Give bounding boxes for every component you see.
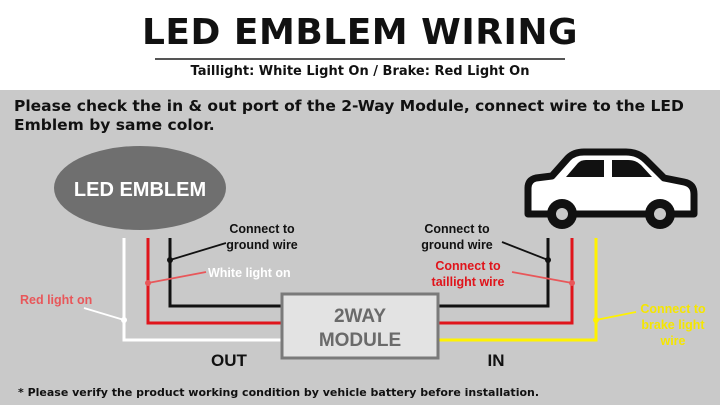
out-label: OUT [211, 351, 248, 370]
taillight-label-2: taillight wire [432, 275, 505, 289]
installation-footnote: * Please verify the product working cond… [18, 386, 540, 399]
page-title: LED EMBLEM WIRING [141, 12, 579, 53]
white-light-leader [147, 271, 207, 284]
brake-dot [593, 317, 599, 323]
left-ground-label-1: Connect to [229, 222, 295, 236]
taillight-leader [511, 271, 573, 284]
right-ground-label-1: Connect to [424, 222, 490, 236]
module-label-line2: MODULE [319, 330, 401, 351]
right-ground-label-2: ground wire [421, 238, 493, 252]
out-white-wire [122, 238, 282, 342]
module-label-line1: 2WAY [334, 306, 386, 327]
taillight-label-1: Connect to [435, 259, 501, 273]
title-underline [155, 58, 565, 60]
led-emblem-oval [54, 146, 226, 230]
red-light-leader [83, 307, 125, 321]
instruction-text: Please check the in & out port of the 2-… [14, 97, 684, 134]
red-light-dot [121, 317, 127, 323]
led-emblem-label: LED EMBLEM [74, 179, 206, 201]
left-ground-leader [169, 242, 227, 261]
brake-label-3: wire [659, 334, 685, 348]
right-ground-dot [545, 257, 551, 263]
right-ground-leader [501, 241, 549, 261]
in-label: IN [488, 351, 505, 370]
header: LED EMBLEM WIRING Taillight: White Light… [0, 0, 720, 90]
page-subtitle: Taillight: White Light On / Brake: Red L… [190, 64, 530, 79]
brake-label-2: brake light [641, 318, 705, 332]
in-yellow-wire [438, 238, 598, 342]
in-red-wire [438, 238, 574, 325]
brake-label-1: Connect to [640, 302, 706, 316]
taillight-dot [569, 280, 575, 286]
left-ground-label-2: ground wire [226, 238, 298, 252]
red-light-label: Red light on [20, 293, 92, 307]
car-icon [524, 148, 698, 229]
white-light-dot [145, 280, 151, 286]
out-red-wire [146, 238, 282, 325]
white-light-label: White light on [208, 266, 291, 280]
left-ground-dot [167, 257, 173, 263]
two-way-module [280, 292, 440, 360]
brake-leader [595, 311, 637, 321]
